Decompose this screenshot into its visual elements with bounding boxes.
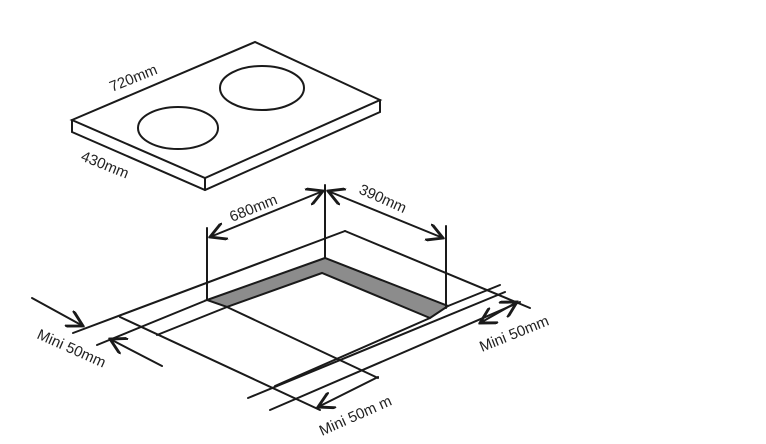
- front-clearance-arrow: [318, 376, 379, 407]
- burner-front-left: [137, 106, 219, 150]
- counter-back-right-edge: [344, 230, 531, 309]
- depth-390-arrow: [328, 191, 443, 238]
- countertop: [72, 230, 531, 411]
- cutout-front-right-edge: [274, 317, 431, 387]
- hob-top-face: [69, 40, 383, 180]
- cutout-width-label: 680mm: [227, 191, 280, 226]
- right-clearance-arrow: [480, 302, 517, 323]
- width-680-arrow: [210, 191, 323, 237]
- counter-front-line-1: [247, 291, 506, 399]
- cutout-front-left-edge: [226, 306, 379, 379]
- burner-back-right: [219, 65, 305, 111]
- cutout-band: [203, 256, 451, 320]
- counter-back-left-edge: [72, 230, 346, 334]
- dimension-lines: [31, 184, 517, 407]
- hob: [69, 40, 383, 192]
- front-clearance-label: Mini 50m m: [317, 393, 395, 440]
- hob-width-label: 720mm: [107, 61, 160, 96]
- hob-depth-label: 430mm: [79, 148, 132, 183]
- counter-front-line-2: [269, 301, 521, 411]
- cutout-depth-label: 390mm: [356, 181, 409, 217]
- counter-inner-line-right: [447, 284, 501, 307]
- left-clearance-arrow-outer: [31, 297, 83, 326]
- left-clearance-arrow-inner: [110, 339, 163, 367]
- left-clearance-label: Mini 50mm: [34, 326, 108, 371]
- counter-left-offset-line: [119, 316, 321, 411]
- counter-inner-line-left-2: [156, 306, 228, 336]
